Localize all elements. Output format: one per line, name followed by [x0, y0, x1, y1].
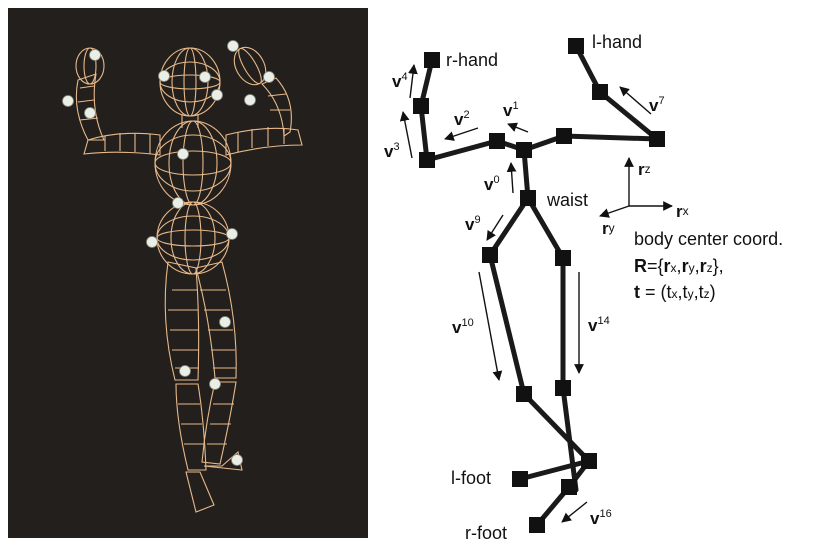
marker-dot [85, 108, 96, 119]
label-v9: v9 [465, 214, 481, 234]
arrow-v2 [445, 128, 478, 139]
joint-r-knee [516, 386, 532, 402]
label-rx: rx [676, 202, 689, 221]
joint-l-knee [555, 380, 571, 396]
joint-waist [520, 190, 536, 206]
joint-l-hip [555, 250, 571, 266]
label-l-hand: l-hand [592, 32, 642, 52]
caption-R-definition: R={rx,ry,rz}, [634, 256, 724, 276]
joint-r-hand [424, 52, 440, 68]
axis-labels: rz rx ry [602, 160, 689, 238]
label-v7: v7 [649, 95, 665, 115]
coordinate-axes [600, 158, 672, 216]
marker-dot [227, 229, 238, 240]
label-v0: v0 [484, 174, 500, 194]
caption-body-center: body center coord. [634, 229, 783, 249]
label-v16: v16 [590, 508, 612, 528]
right-side-arm-mesh [226, 42, 302, 155]
label-v10: v10 [452, 317, 474, 337]
marker-dot [180, 366, 191, 377]
arrow-v16 [562, 502, 587, 522]
marker-dot [200, 72, 211, 83]
label-v4: v4 [392, 71, 408, 91]
arrow-v4 [410, 65, 414, 98]
label-ry: ry [602, 219, 615, 238]
joint-r-ankle [581, 453, 597, 469]
label-waist: waist [546, 190, 588, 210]
label-r-foot: r-foot [465, 523, 507, 543]
marker-dot [228, 41, 239, 52]
joint-r-shoulder [419, 152, 435, 168]
arrow-v1 [508, 124, 528, 132]
label-v1: v1 [503, 100, 519, 120]
joint-r-elbow [413, 98, 429, 114]
joint-r-foot [529, 517, 545, 533]
label-v3: v3 [384, 141, 400, 161]
chest-mesh [155, 121, 231, 205]
wireframe-human [76, 42, 302, 512]
joint-neck [516, 142, 532, 158]
vector-arrows [403, 65, 651, 522]
label-v2: v2 [454, 109, 470, 129]
joint-l-ankle [561, 479, 577, 495]
marker-dot [264, 72, 275, 83]
marker-dot [220, 317, 231, 328]
leg-mesh [165, 262, 242, 512]
label-rz: rz [638, 160, 651, 179]
marker-dot [159, 71, 170, 82]
arrow-v0 [511, 163, 513, 193]
marker-dot [63, 96, 74, 107]
joint-chest-right [489, 133, 505, 149]
marker-dot [212, 90, 223, 101]
marker-dot [232, 455, 243, 466]
marker-dot [147, 237, 158, 248]
marker-dot [245, 95, 256, 106]
head-mesh [160, 48, 220, 116]
joint-r-hip [482, 247, 498, 263]
marker-dot [90, 50, 101, 61]
joint-l-shoulder [649, 131, 665, 147]
joint-l-hand [568, 38, 584, 54]
marker-dot [178, 149, 189, 160]
marker-dot [173, 198, 184, 209]
left-leg-link [528, 198, 576, 490]
label-r-hand: r-hand [446, 50, 498, 70]
left-side-arm-mesh [76, 48, 160, 155]
body-center-caption: body center coord. R={rx,ry,rz}, t = (tx… [634, 229, 783, 302]
arrow-v3 [403, 112, 412, 158]
axis-ry-arrow [600, 206, 629, 216]
joint-chest-left [556, 128, 572, 144]
marker-dot [210, 379, 221, 390]
caption-t-definition: t = (tx,ty,tz) [634, 282, 716, 302]
label-l-foot: l-foot [451, 468, 491, 488]
joint-labels: r-hand l-hand waist l-foot r-foot [446, 32, 642, 543]
label-v14: v14 [588, 315, 610, 335]
joint-l-foot [512, 471, 528, 487]
joint-l-elbow [592, 84, 608, 100]
